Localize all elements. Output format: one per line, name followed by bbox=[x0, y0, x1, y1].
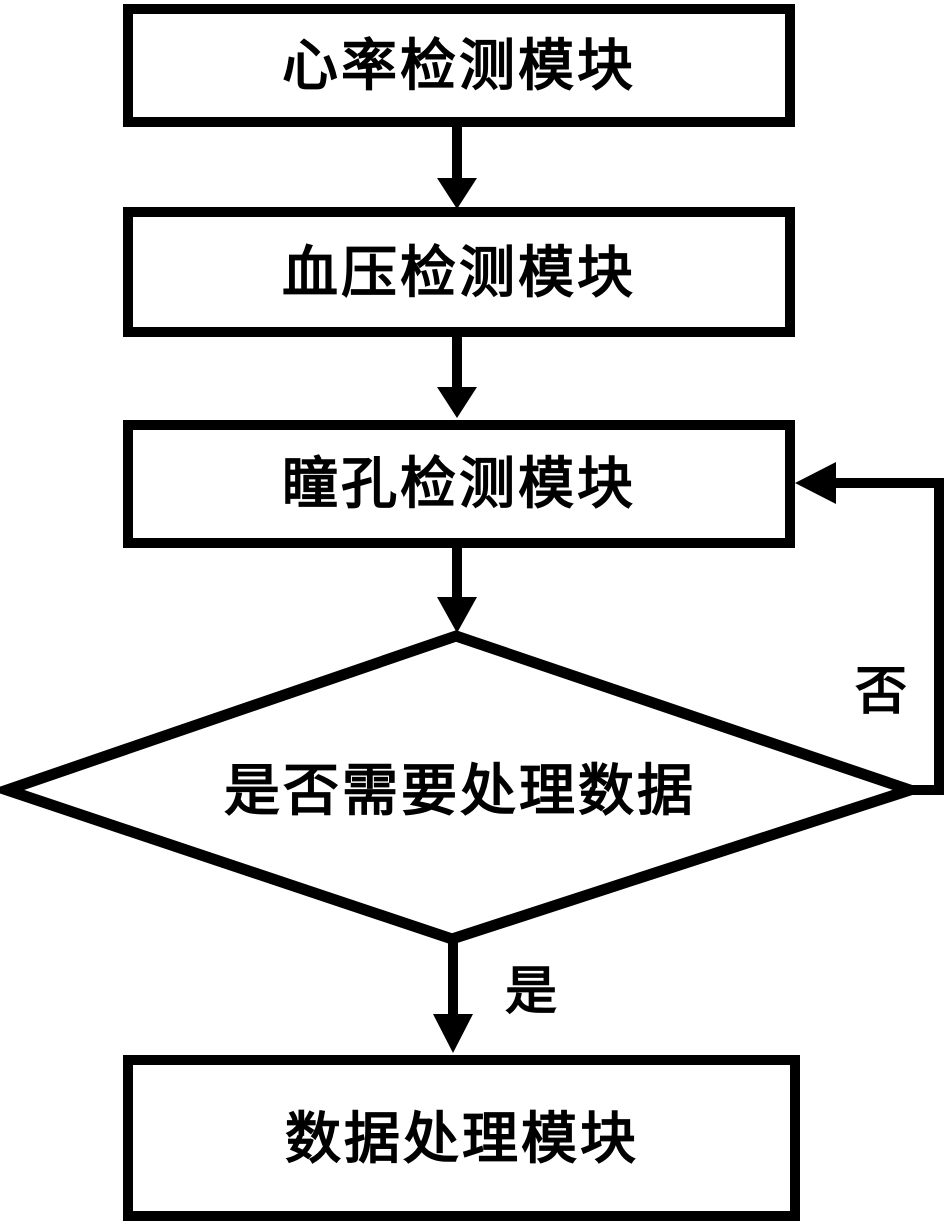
node-data-processing-module-label: 数据处理模块 bbox=[285, 1107, 639, 1170]
edge-pupil-decision-arrowhead-icon bbox=[437, 597, 477, 633]
edge-label-yes: 是 bbox=[505, 963, 557, 1021]
edge-decision-pupil-feedback-line bbox=[834, 478, 944, 795]
node-pupil-module-label: 瞳孔检测模块 bbox=[282, 452, 636, 515]
node-blood-pressure-module-label: 血压检测模块 bbox=[282, 241, 636, 304]
node-heart-rate-module-label: 心率检测模块 bbox=[282, 34, 636, 97]
edge-bloodpressure-pupil-arrowhead-icon bbox=[437, 387, 477, 418]
node-blood-pressure-module-box bbox=[123, 207, 795, 337]
edge-decision-dataprocessing-arrowhead-icon bbox=[433, 1014, 473, 1053]
node-decision-label: 是否需要处理数据 bbox=[224, 759, 696, 822]
edge-decision-pupil-arrowhead-icon bbox=[795, 462, 836, 504]
edge-label-no: 否 bbox=[855, 663, 907, 721]
node-data-processing-module-box bbox=[123, 1055, 800, 1221]
edge-heartrate-bloodpressure-arrowhead-icon bbox=[437, 178, 477, 209]
node-pupil-module-box bbox=[123, 420, 795, 548]
